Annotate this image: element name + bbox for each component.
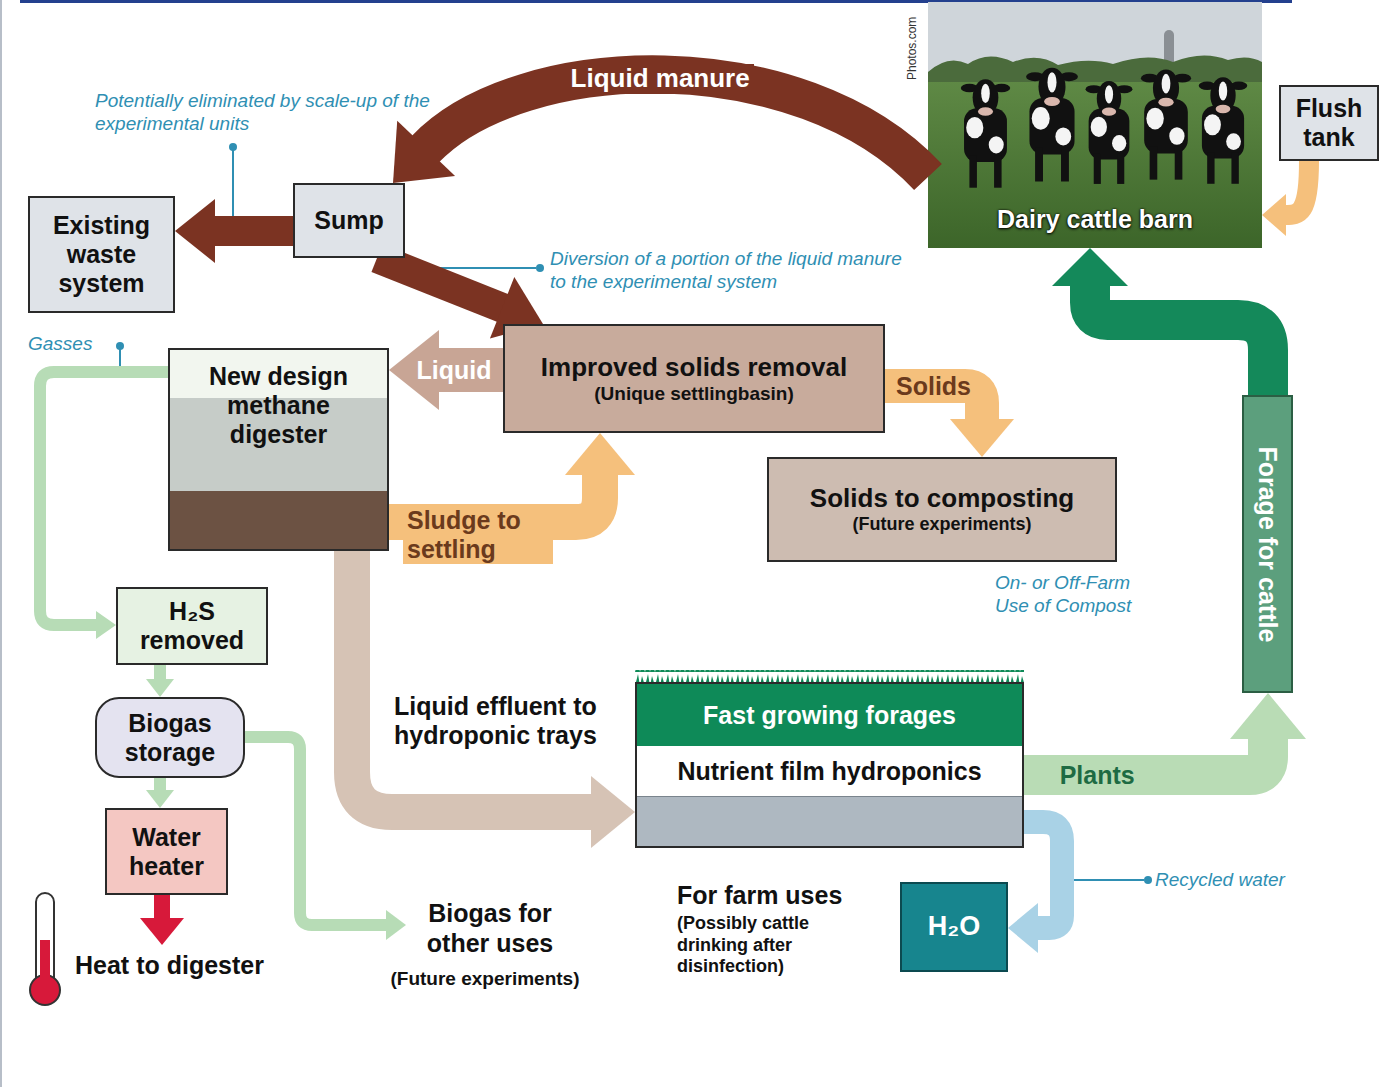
annotation: Gasses <box>28 333 92 356</box>
leader-dot <box>229 143 237 151</box>
thermometer-fill <box>40 940 50 992</box>
node-text: Dairy cattle barn <box>997 205 1193 234</box>
note-text: For farm uses <box>677 880 842 910</box>
cow <box>1199 77 1248 184</box>
leader-line <box>1062 879 1144 881</box>
annotation: Diversion of a portion of the liquid man… <box>550 248 902 294</box>
node-text: H₂S removed <box>124 597 260 655</box>
cow <box>961 79 1010 187</box>
flow-arrow <box>352 551 635 848</box>
arrowhead <box>1230 693 1306 739</box>
arrowhead <box>591 776 635 848</box>
arrowhead <box>146 679 174 697</box>
process-box: Sump <box>293 183 405 258</box>
arrowhead <box>393 121 455 183</box>
pasture <box>928 2 1262 248</box>
node-text: Solids to composting <box>810 484 1074 514</box>
arrow-label: Sludge to settling <box>403 506 553 564</box>
note-text: Biogas for other uses <box>405 898 575 958</box>
arrow-label: Liquid <box>413 356 496 385</box>
arrow-label: Liquid effluent to hydroponic trays <box>390 692 635 750</box>
tank-box: Flush tank <box>1279 85 1379 161</box>
flow-arrow <box>175 199 293 263</box>
tree-line <box>928 55 1262 82</box>
gas-arrowhead <box>386 910 406 940</box>
process-box: Water heater <box>105 808 228 895</box>
cow <box>1086 81 1133 184</box>
arrowhead <box>1262 194 1286 236</box>
node-text: Existing waste system <box>36 211 167 297</box>
node-text: Fast growing forages <box>703 701 956 730</box>
annotation: Potentially eliminated by scale-up of th… <box>95 90 430 136</box>
note-text: (Future experiments) <box>360 968 610 991</box>
connector-line <box>377 258 503 308</box>
node-text: Nutrient film hydroponics <box>677 757 981 786</box>
leader-dot <box>1144 876 1152 884</box>
node-text: H₂O <box>928 911 981 942</box>
photo-credit: Photos.com <box>905 17 919 80</box>
frame-line <box>0 0 2 1087</box>
arrow-label: Liquid manure <box>567 64 754 94</box>
cow <box>1141 69 1191 179</box>
flow-arrow <box>389 330 503 410</box>
connector-line <box>1285 161 1309 215</box>
flow-arrow <box>146 778 174 808</box>
arrowhead <box>950 419 1014 457</box>
barn-photo <box>928 2 1262 248</box>
heat-arrowhead <box>140 918 184 945</box>
note-text: Heat to digester <box>75 950 264 980</box>
connector-line <box>154 665 166 680</box>
arrowhead <box>175 199 215 263</box>
arrowhead <box>146 790 174 808</box>
forage-band: Fast growing forages <box>637 684 1022 746</box>
flow-arrow <box>146 665 174 697</box>
annotation: Recycled water <box>1155 869 1285 892</box>
connector-line <box>1090 285 1268 395</box>
process-box: H₂S removed <box>116 587 268 665</box>
cow <box>1026 68 1078 182</box>
node-text: Flush tank <box>1287 94 1371 152</box>
note-text: (Possibly cattle drinking after disinfec… <box>677 913 877 978</box>
node-text: Forage for cattle <box>1253 446 1282 642</box>
process-box: Solids to composting(Future experiments) <box>767 457 1117 562</box>
process-box: Existing waste system <box>28 196 175 313</box>
arrowhead <box>1008 903 1038 953</box>
flow-arrow <box>1052 248 1268 395</box>
node-text: (Future experiments) <box>852 514 1031 535</box>
connector-line <box>214 216 293 246</box>
arrow-label: Solids <box>892 372 975 401</box>
hydroponic-tray: Fast growing foragesNutrient film hydrop… <box>635 682 1024 848</box>
heat-arrow <box>154 895 170 920</box>
arrowhead <box>96 611 116 639</box>
water-layer <box>637 796 1022 846</box>
arrowhead <box>565 433 635 475</box>
arrow-label: Plants <box>1056 761 1139 790</box>
leader-dot <box>536 264 544 272</box>
water-box: H₂O <box>900 882 1008 972</box>
digester-tank: New design methane digester <box>168 348 389 551</box>
tray-band: Nutrient film hydroponics <box>637 746 1022 796</box>
node-text: Biogas storage <box>103 709 237 767</box>
annotation: On- or Off-Farm Use of Compost <box>995 572 1160 618</box>
node-text: Water heater <box>113 823 220 881</box>
thermometer <box>30 893 60 1005</box>
storage-box: Biogas storage <box>95 697 245 778</box>
flow-arrow <box>1262 161 1309 236</box>
connector-line <box>352 551 592 812</box>
node-text: Improved solids removal <box>541 353 847 383</box>
node-text: New design methane digester <box>176 362 381 448</box>
node-text: Sump <box>314 206 383 235</box>
connector-line <box>154 778 166 791</box>
barn-photo-box: Dairy cattle barn <box>928 2 1262 248</box>
node-text: (Unique settlingbasin) <box>594 383 794 405</box>
process-box: Improved solids removal(Unique settlingb… <box>503 324 885 433</box>
arrowhead <box>1052 248 1128 286</box>
forage-bar: Forage for cattle <box>1242 395 1293 693</box>
leader-dot <box>116 342 124 350</box>
